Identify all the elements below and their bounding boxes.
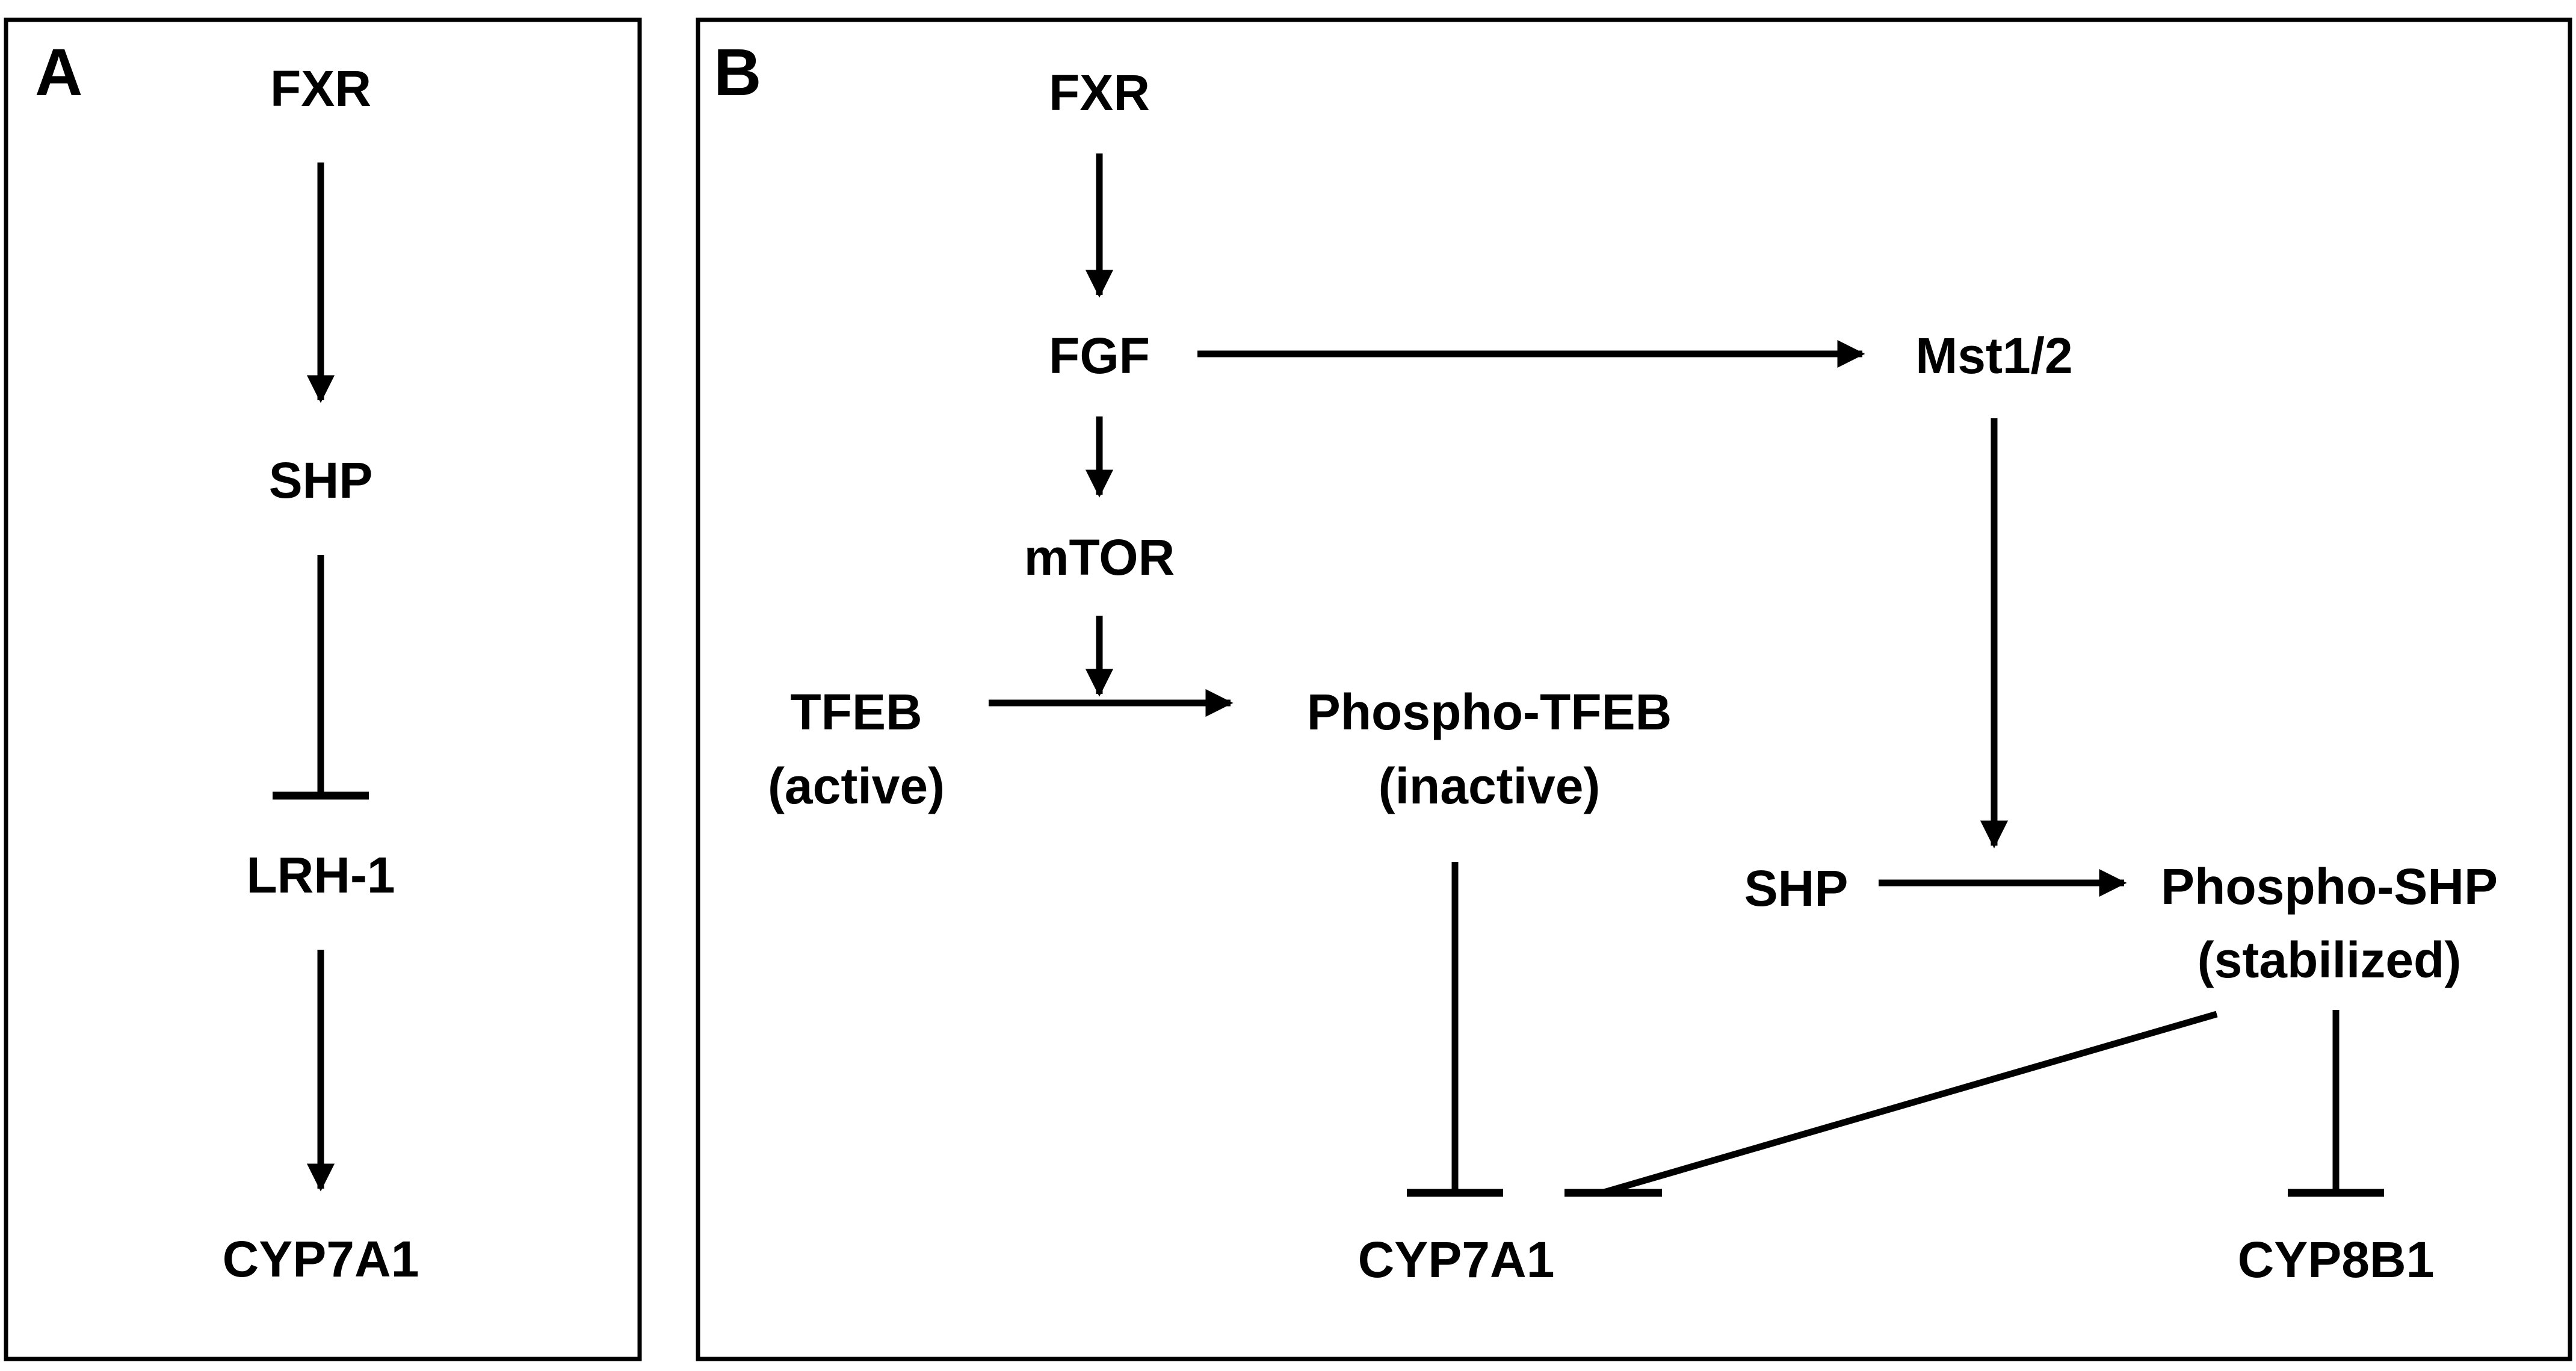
node-b-phospho-shp: Phospho-SHP (stabilized) (2161, 858, 2498, 988)
panel-a: A FXR SHP LRH-1 CYP7A1 (4, 17, 642, 1361)
node-b-phospho-tfeb-name: Phospho-TFEB (1307, 684, 1672, 740)
panel-b: B FXR FGF Mst1/2 mTOR TFEB (active) Phos… (696, 17, 2572, 1361)
edge-b-phospho-shp-cyp8b1 (2288, 1010, 2384, 1197)
node-b-phospho-tfeb: Phospho-TFEB (inactive) (1307, 684, 1672, 814)
node-b-phospho-shp-name: Phospho-SHP (2161, 858, 2498, 915)
node-a-fxr: FXR (270, 60, 371, 117)
panel-b-frame (696, 17, 2572, 1361)
node-a-lrh1: LRH-1 (246, 847, 395, 903)
node-a-shp: SHP (269, 452, 373, 509)
node-b-mtor: mTOR (1024, 529, 1175, 586)
node-b-shp: SHP (1744, 860, 1849, 917)
edge-b-phospho-tfeb-cyp7a1 (1407, 862, 1503, 1197)
node-b-fgf: FGF (1049, 327, 1150, 384)
edge-a-shp-lrh1 (273, 555, 369, 800)
node-b-tfeb-state: (active) (768, 758, 945, 814)
node-a-cyp7a1: CYP7A1 (223, 1231, 419, 1287)
node-b-tfeb: TFEB (active) (768, 684, 945, 814)
node-b-fxr: FXR (1049, 64, 1150, 121)
panel-a-letter: A (35, 36, 82, 110)
node-b-tfeb-name: TFEB (790, 684, 922, 740)
edge-b-phospho-shp-cyp7a1 (1564, 1010, 2218, 1197)
node-b-cyp8b1: CYP8B1 (2238, 1231, 2435, 1288)
panel-a-frame (4, 17, 642, 1361)
panel-b-letter: B (714, 36, 761, 110)
node-b-mst: Mst1/2 (1915, 327, 2072, 384)
node-b-phospho-shp-state: (stabilized) (2198, 932, 2462, 988)
node-b-phospho-tfeb-state: (inactive) (1379, 758, 1601, 814)
node-b-cyp7a1: CYP7A1 (1358, 1231, 1555, 1288)
